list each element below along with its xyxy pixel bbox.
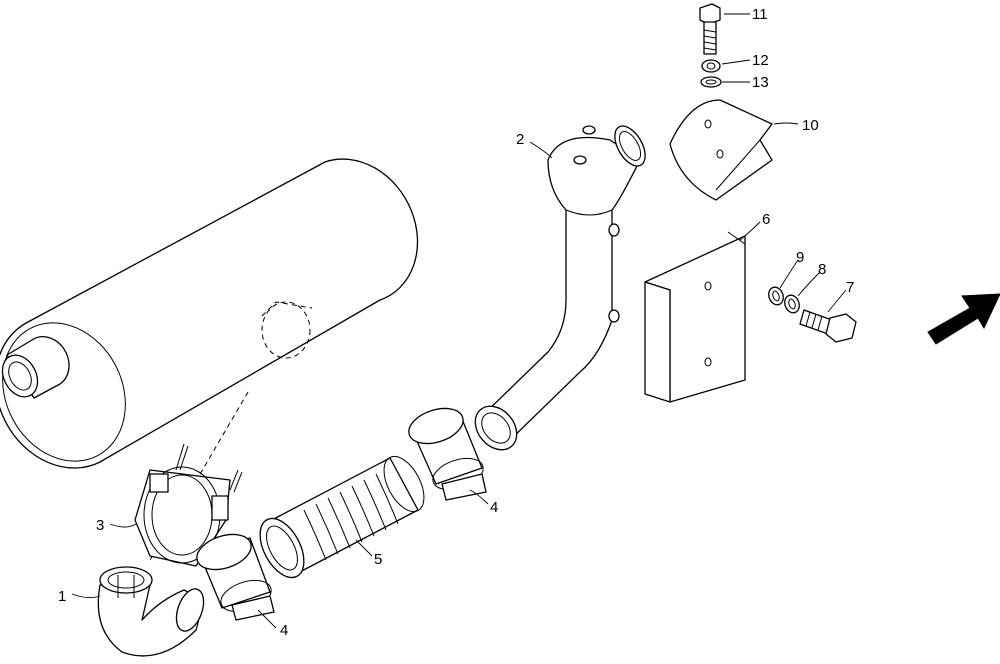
callout-12: 12 xyxy=(752,52,769,69)
bolt-side xyxy=(799,309,857,343)
callout-6: 6 xyxy=(762,211,770,228)
callouts: 1 2 3 4 4 5 6 7 8 9 10 11 12 13 xyxy=(58,6,854,639)
flexible-hose xyxy=(259,455,425,579)
callout-2: 2 xyxy=(516,131,524,148)
callout-3: 3 xyxy=(96,517,104,534)
washer-13 xyxy=(700,76,722,88)
callout-4-lower: 4 xyxy=(280,622,288,639)
inlet-elbow xyxy=(97,566,205,657)
band-clamp-upper xyxy=(408,407,487,501)
hose-corrugation xyxy=(303,473,399,561)
heat-shield-bracket xyxy=(644,231,746,403)
band-clamp-lower xyxy=(196,533,275,621)
callout-9: 9 xyxy=(796,249,804,266)
callout-10: 10 xyxy=(802,117,819,134)
callout-4-upper: 4 xyxy=(490,499,498,516)
callout-7: 7 xyxy=(846,279,854,296)
callout-13: 13 xyxy=(752,74,769,91)
bracket-clamp xyxy=(134,443,243,567)
leader-lines xyxy=(71,13,847,629)
washer-12 xyxy=(701,59,721,73)
callout-8: 8 xyxy=(818,261,826,278)
washer-9 xyxy=(768,286,784,306)
callout-5: 5 xyxy=(374,551,382,568)
direction-arrow-icon xyxy=(927,293,1000,345)
exhaust-pipe xyxy=(474,125,646,451)
bolt-top xyxy=(699,3,721,55)
callout-11: 11 xyxy=(752,6,768,23)
callout-1: 1 xyxy=(58,588,66,605)
top-guard xyxy=(669,99,773,201)
washer-8 xyxy=(784,294,800,314)
